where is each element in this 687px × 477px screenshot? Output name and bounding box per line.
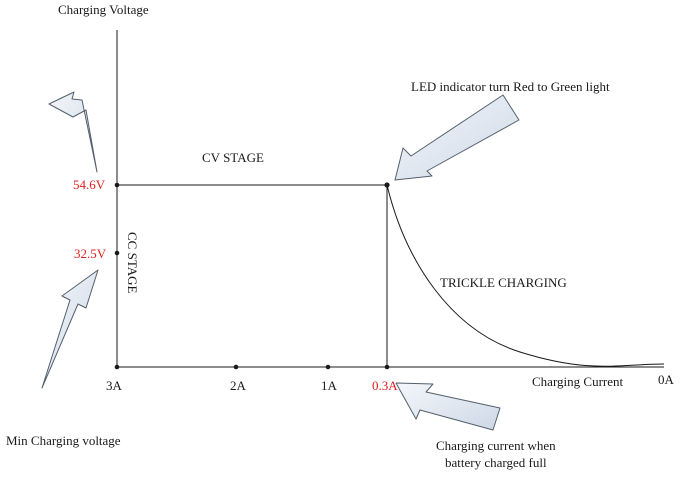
tick-3a: 3A	[106, 378, 123, 393]
trickle-curve	[386, 184, 665, 367]
full-current-note-line2: battery charged full	[445, 455, 547, 470]
tick-1a: 1A	[321, 378, 338, 393]
arrow-led-indicator	[394, 94, 520, 181]
x-axis-title: Charging Current	[532, 374, 623, 389]
tick-0a: 0A	[658, 372, 675, 387]
cv-stage-label: CV STAGE	[202, 150, 264, 165]
full-current-note-line1: Charging current when	[436, 438, 556, 453]
led-note: LED indicator turn Red to Green light	[411, 79, 610, 94]
point-2a	[233, 364, 239, 370]
point-cv-corner	[384, 182, 390, 188]
point-32v	[114, 250, 120, 256]
point-03a	[384, 364, 390, 370]
tick-03a: 0.3A	[372, 378, 398, 393]
arrow-min-voltage-top	[48, 91, 98, 173]
cc-stage-label: CC STAGE	[125, 232, 140, 293]
point-origin	[114, 364, 120, 370]
point-54v	[114, 182, 120, 188]
arrow-full-current	[395, 382, 501, 431]
y-axis-title: Charging Voltage	[58, 2, 149, 17]
tick-54v: 54.6V	[73, 177, 106, 192]
trickle-label: TRICKLE CHARGING	[440, 275, 567, 290]
arrow-min-voltage-bottom	[41, 269, 99, 389]
tick-32v: 32.5V	[74, 246, 107, 261]
point-1a	[325, 364, 331, 370]
tick-2a: 2A	[230, 378, 247, 393]
min-voltage-note: Min Charging voltage	[6, 433, 121, 448]
